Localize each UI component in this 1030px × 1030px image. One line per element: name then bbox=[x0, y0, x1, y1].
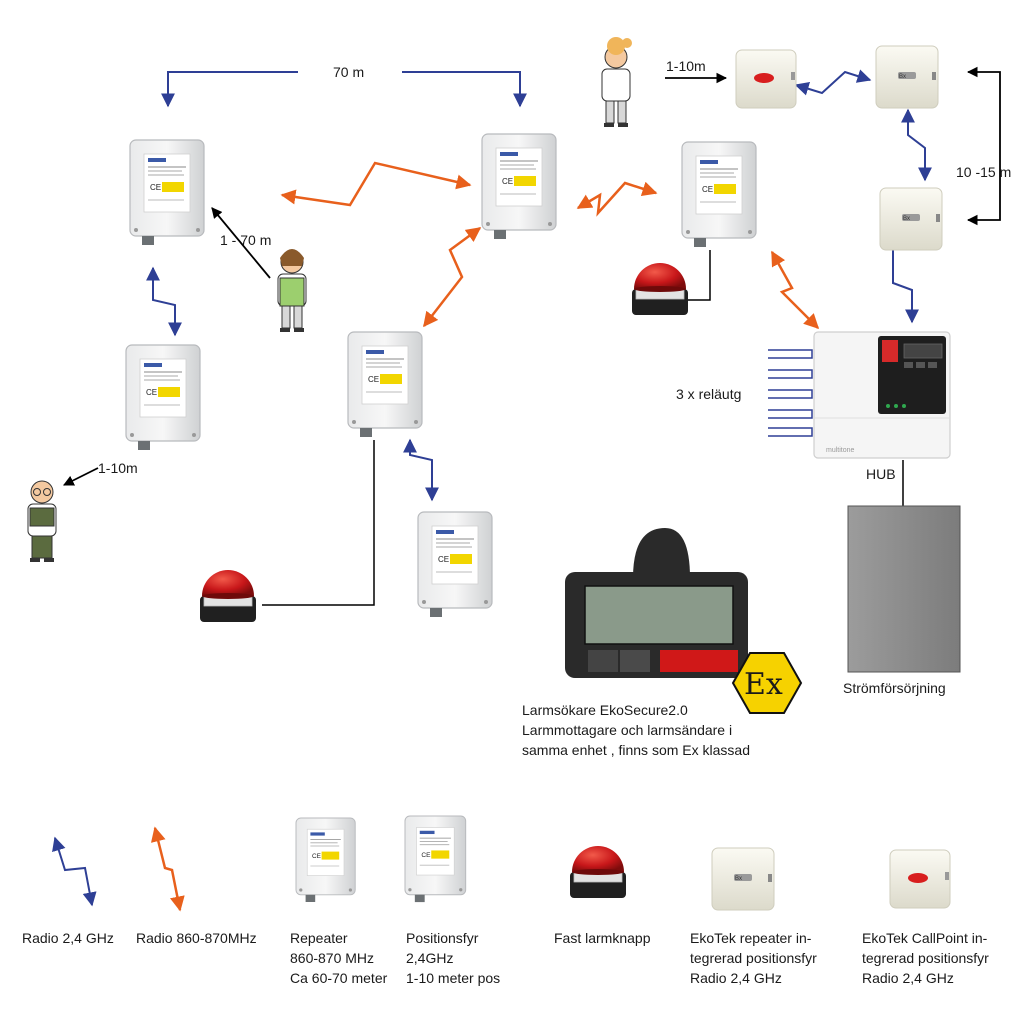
hub-label: HUB bbox=[866, 466, 896, 482]
radio-24-link bbox=[901, 108, 932, 182]
legend-line: 860-870 MHz bbox=[290, 950, 375, 966]
doctor-figure bbox=[27, 480, 57, 563]
distance-bracket-ekotek bbox=[966, 66, 1001, 226]
ex-classified-mark bbox=[731, 652, 803, 714]
pager-device bbox=[565, 528, 748, 678]
distance-label-nurse: 1-10m bbox=[666, 58, 706, 74]
ex-mark-text: Ex bbox=[744, 667, 783, 702]
relay-output-lines bbox=[768, 349, 813, 437]
pager-caption: Larmsökare EkoSecure2.0 Larmmottagare oc… bbox=[522, 700, 750, 760]
legend-radio-868-label: Radio 860-870MHz bbox=[136, 930, 257, 946]
legend-button-label: Fast larmknapp bbox=[554, 930, 651, 946]
beacon-box bbox=[125, 344, 201, 451]
pager-caption-line: Larmmottagare och larmsändare i bbox=[522, 722, 733, 738]
distance-label-doctor: 1-10m bbox=[98, 460, 138, 476]
legend-ekotek-callpoint-icon bbox=[889, 849, 951, 909]
pager-caption-line: samma enhet , finns som Ex klassad bbox=[522, 742, 750, 758]
repeater-box bbox=[129, 139, 205, 246]
radio-24-link bbox=[886, 236, 919, 324]
radio-868-link bbox=[770, 250, 820, 330]
radio-24-link bbox=[403, 438, 439, 502]
legend-line: Repeater bbox=[290, 930, 348, 946]
legend-button-icon bbox=[569, 845, 627, 899]
svg-text:multitone: multitone bbox=[826, 447, 855, 454]
legend-radio-24-label: Radio 2,4 GHz bbox=[22, 930, 114, 946]
legend-line: 2,4GHz bbox=[406, 950, 454, 966]
ekotek-repeater bbox=[879, 187, 943, 251]
legend-line: Radio 2,4 GHz bbox=[862, 970, 954, 986]
legend-beacon-icon bbox=[404, 815, 467, 903]
relay-outputs-label: 3 x reläutg bbox=[676, 386, 742, 402]
radio-868-link bbox=[576, 181, 658, 217]
legend-line: tegrerad positionsfyr bbox=[690, 950, 817, 966]
legend-ekotek-repeater-icon bbox=[711, 847, 775, 911]
legend-repeater-label: Repeater 860-870 MHz Ca 60-70 meter bbox=[290, 928, 387, 988]
beacon-box bbox=[417, 511, 493, 618]
distance-label-ekotek: 10 -15 m bbox=[956, 164, 1012, 180]
radio-24-link bbox=[146, 266, 182, 337]
repeater-box bbox=[481, 133, 557, 240]
repeater-box bbox=[347, 331, 423, 438]
radio-868-link bbox=[423, 226, 482, 328]
ekotek-repeater bbox=[875, 45, 939, 109]
power-supply-box bbox=[847, 505, 961, 673]
legend-radio-24-symbol bbox=[52, 836, 97, 907]
legend-repeater-icon bbox=[295, 817, 356, 903]
distance-label-top: 70 m bbox=[333, 64, 365, 80]
radio-868-link bbox=[280, 161, 472, 207]
nurse-figure bbox=[277, 249, 307, 333]
distance-bracket-right bbox=[402, 71, 527, 108]
legend-line: EkoTek CallPoint in- bbox=[862, 930, 988, 946]
ekotek-callpoint bbox=[735, 49, 797, 109]
repeater-box bbox=[681, 141, 757, 248]
button-wire bbox=[688, 250, 711, 301]
distance-label-person: 1 - 70 m bbox=[220, 232, 272, 248]
legend-line: EkoTek repeater in- bbox=[690, 930, 812, 946]
pager-caption-line: Larmsökare EkoSecure2.0 bbox=[522, 702, 688, 718]
legend-line: tegrerad positionsfyr bbox=[862, 950, 989, 966]
distance-bracket-left bbox=[161, 71, 298, 108]
legend-ekotek-callpoint-label: EkoTek CallPoint in- tegrerad positionsf… bbox=[862, 928, 989, 988]
legend-line: 1-10 meter pos bbox=[406, 970, 501, 986]
legend-beacon-label: Positionsfyr 2,4GHz 1-10 meter pos bbox=[406, 928, 500, 988]
radio-24-link bbox=[794, 69, 872, 96]
distance-line bbox=[63, 467, 99, 486]
alarm-button bbox=[199, 569, 257, 623]
alarm-button bbox=[631, 262, 689, 316]
legend-radio-868-symbol bbox=[150, 826, 185, 912]
button-wire bbox=[262, 440, 375, 606]
legend-ekotek-repeater-label: EkoTek repeater in- tegrerad positionsfy… bbox=[690, 928, 817, 988]
power-supply-label: Strömförsörjning bbox=[843, 680, 946, 696]
female-doctor-figure bbox=[601, 37, 632, 128]
distance-line bbox=[211, 207, 271, 279]
hub-unit: multitone bbox=[813, 331, 951, 459]
legend-line: Ca 60-70 meter bbox=[290, 970, 388, 986]
legend-line: Radio 2,4 GHz bbox=[690, 970, 782, 986]
legend-line: Positionsfyr bbox=[406, 930, 479, 946]
